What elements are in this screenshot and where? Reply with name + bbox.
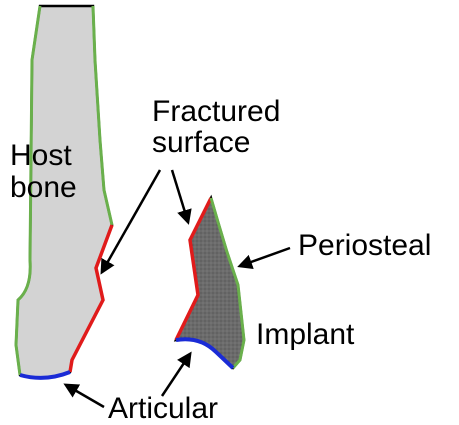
- label-host-bone-line1: Host: [10, 139, 72, 172]
- label-fractured-line1: Fractured: [152, 95, 280, 128]
- implant-shape: [176, 198, 244, 368]
- arrow-articular-host: [66, 385, 104, 407]
- arrow-fractured-implant: [172, 170, 188, 222]
- label-articular: Articular: [108, 392, 218, 425]
- label-fractured-line2: surface: [152, 126, 250, 159]
- implant: [176, 198, 244, 368]
- label-periosteal: Periosteal: [298, 229, 431, 262]
- arrow-periosteal: [240, 248, 290, 266]
- label-host-bone-line2: bone: [10, 171, 77, 204]
- label-implant: Implant: [256, 318, 355, 351]
- arrow-articular-implant: [162, 354, 190, 396]
